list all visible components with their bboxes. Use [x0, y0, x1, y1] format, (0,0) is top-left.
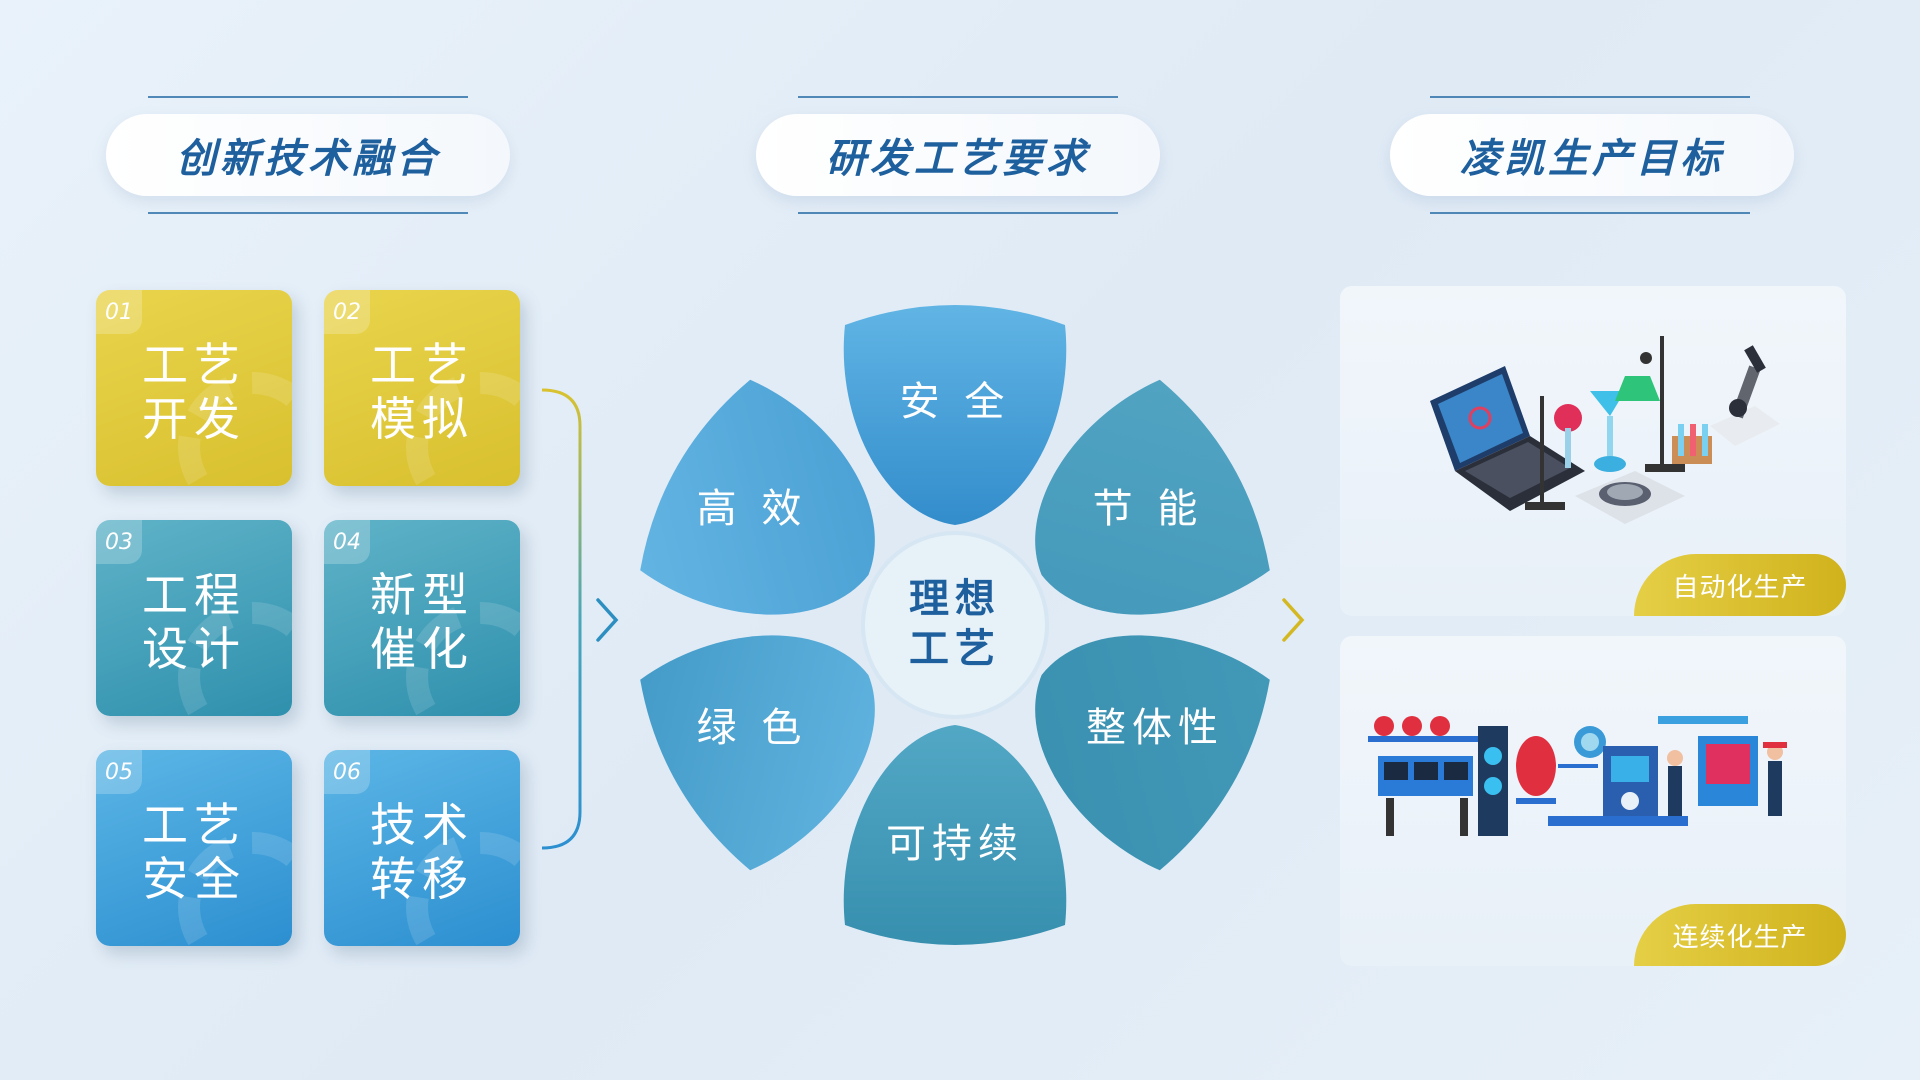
- tile-label: 技术转移: [370, 798, 474, 906]
- center-label-line2: 工艺: [909, 626, 1001, 672]
- petal-safety: [843, 305, 1067, 525]
- tile-engineering-design: 03 工程设计: [96, 520, 292, 716]
- petal-group: [640, 305, 1270, 945]
- center-label-line1: 理想: [909, 576, 1001, 622]
- lab-illustration: [1430, 336, 1780, 524]
- tile-technology-transfer: 06 技术转移: [324, 750, 520, 946]
- laptop-icon: [1430, 366, 1585, 511]
- tile-number: 03: [96, 520, 142, 564]
- header-line-bottom-2: [798, 212, 1118, 214]
- header-line-top-1: [148, 96, 468, 98]
- tile-process-simulation: 02 工艺模拟: [324, 290, 520, 486]
- header-line-top-3: [1430, 96, 1750, 98]
- chevron-right-icon: [596, 598, 619, 642]
- tile-number: 04: [324, 520, 370, 564]
- header-line-top-2: [798, 96, 1118, 98]
- ideal-process-flower: 理想 工艺: [640, 305, 1270, 945]
- tile-process-safety: 05 工艺安全: [96, 750, 292, 946]
- tile-label: 工程设计: [142, 568, 246, 676]
- tile-new-catalysis: 04 新型催化: [324, 520, 520, 716]
- header-line-bottom-3: [1430, 212, 1750, 214]
- petal-efficient: [640, 379, 875, 615]
- header-requirements: 研发工艺要求: [756, 114, 1160, 196]
- header-goals: 凌凯生产目标: [1390, 114, 1794, 196]
- tile-number: 05: [96, 750, 142, 794]
- tile-number: 01: [96, 290, 142, 334]
- petal-sustainable: [843, 725, 1067, 945]
- petal-energy-saving: [1035, 379, 1270, 615]
- petal-green: [640, 635, 875, 871]
- tile-process-development: 01 工艺开发: [96, 290, 292, 486]
- petal-label-efficient: 高 效: [696, 486, 808, 532]
- goal-pill-continuous: 连续化生产: [1634, 904, 1846, 966]
- tile-label: 工艺模拟: [370, 338, 474, 446]
- petal-label-sustainable: 可持续: [886, 821, 1024, 867]
- petal-label-green: 绿 色: [696, 705, 808, 751]
- petal-integrity: [1035, 635, 1270, 871]
- factory-illustration: [1368, 716, 1787, 836]
- petal-label-safety: 安 全: [899, 379, 1011, 425]
- petal-label-energy-saving: 节 能: [1092, 486, 1204, 532]
- goal-panel-automation: 自动化生产: [1340, 286, 1846, 616]
- header-line-bottom-1: [148, 212, 468, 214]
- tile-number: 06: [324, 750, 370, 794]
- tile-label: 工艺安全: [142, 798, 246, 906]
- petal-label-integrity: 整体性: [1086, 705, 1224, 751]
- flower-center: [861, 531, 1049, 719]
- tile-number: 02: [324, 290, 370, 334]
- tile-label: 工艺开发: [142, 338, 246, 446]
- goal-pill-automation: 自动化生产: [1634, 554, 1846, 616]
- bracket-connector: [541, 388, 582, 850]
- header-innovation: 创新技术融合: [106, 114, 510, 196]
- microscope-icon: [1710, 345, 1780, 446]
- goal-panel-continuous: 连续化生产: [1340, 636, 1846, 966]
- chevron-right-icon: [1282, 598, 1305, 642]
- tile-label: 新型催化: [370, 568, 474, 676]
